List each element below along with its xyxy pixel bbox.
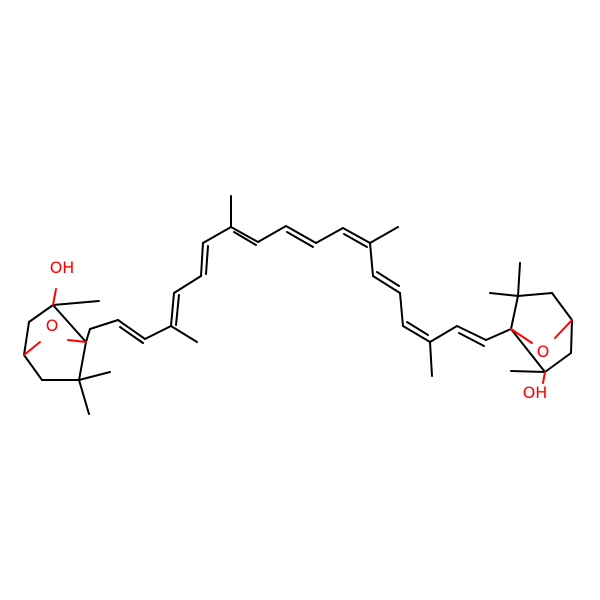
right-bicyclic-ring (489, 262, 573, 384)
hydroxyl-label-left: OH (50, 258, 75, 277)
bridge-oxygen-label-right: O (537, 342, 550, 361)
hydroxyl-label-right: OH (523, 383, 548, 402)
bridge-oxygen-label-left: O (46, 316, 59, 335)
polyene-chain (89, 195, 512, 377)
left-bicyclic-ring (23, 288, 111, 415)
